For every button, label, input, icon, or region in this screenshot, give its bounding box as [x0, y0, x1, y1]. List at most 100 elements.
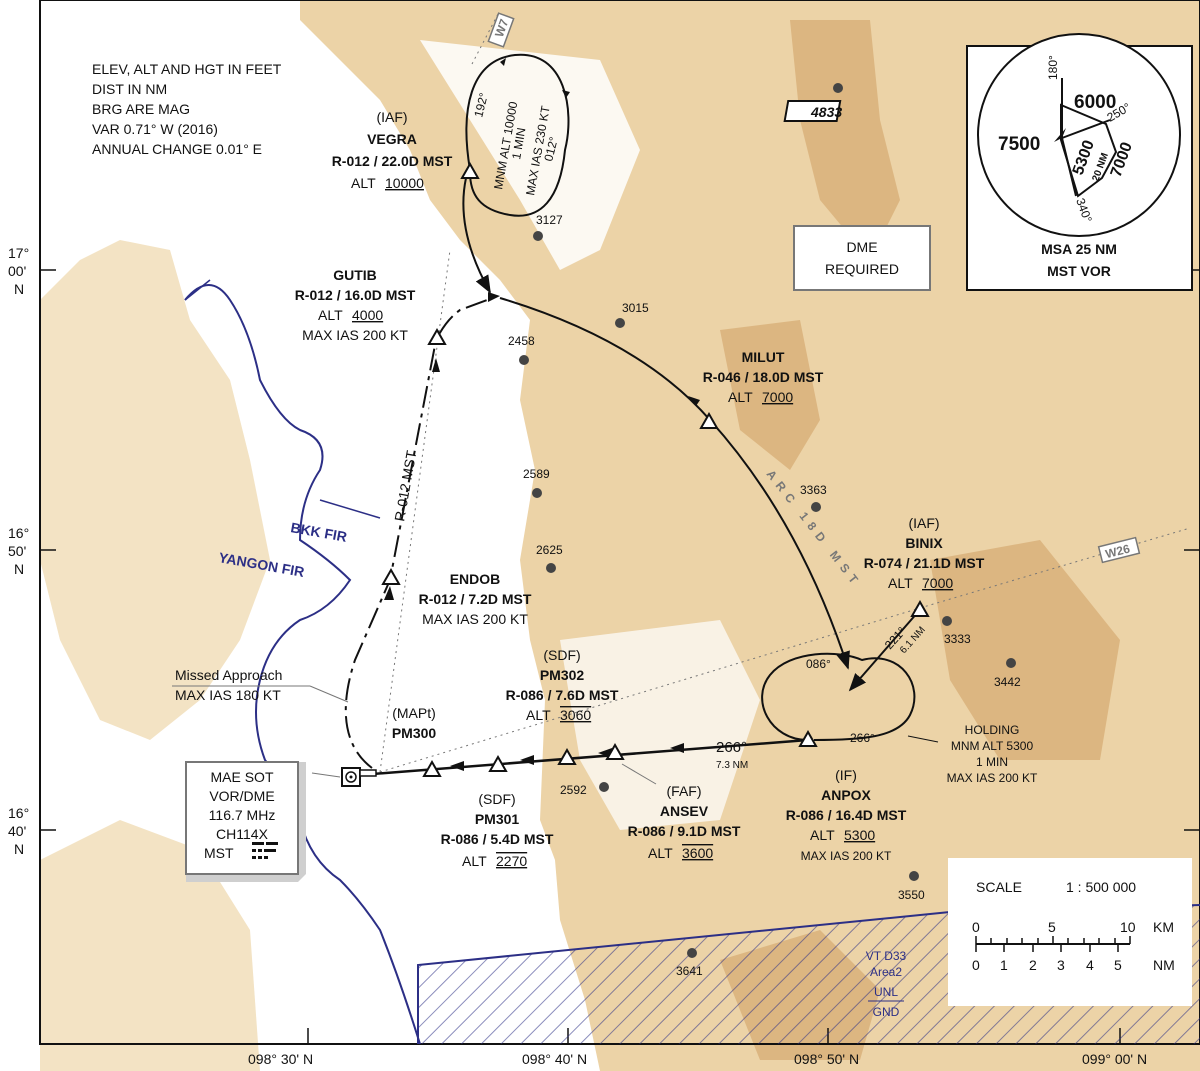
- track-vegra-gutib: [462, 177, 491, 294]
- ridge-east: [930, 540, 1120, 760]
- terrain-sw: [40, 820, 260, 1071]
- spot-3127: 3127: [536, 213, 563, 227]
- msa-title-2: MST VOR: [1047, 263, 1111, 279]
- lat-1650-deg: 16°: [8, 525, 29, 541]
- msa-brg-340-line: [1061, 137, 1077, 197]
- dme-required-box: [793, 225, 931, 291]
- airway-w26-label: W26: [1104, 542, 1132, 562]
- waypoint-pm300: [422, 759, 442, 777]
- msa-alt-ne: 6000: [1074, 92, 1116, 113]
- anpox-label: (IF) ANPOX R-086 / 16.4D MST ALT 5300 MA…: [786, 767, 907, 863]
- scale-nm-4: 4: [1086, 957, 1094, 973]
- vor-l4: CH114X: [216, 826, 269, 842]
- binix-name: BINIX: [905, 535, 943, 551]
- airway-w7: W7: [471, 12, 515, 65]
- pm302-alt: 3060: [560, 707, 591, 723]
- scale-ratio: 1 : 500 000: [1066, 879, 1136, 895]
- milut-label: MILUT R-046 / 18.0D MST ALT 7000: [703, 349, 824, 405]
- binix-role: (IAF): [908, 515, 939, 531]
- milut-name: MILUT: [742, 349, 785, 365]
- scale-box: [948, 858, 1192, 1006]
- lon-98-50: 098° 50' N: [794, 1051, 859, 1067]
- spot-3363: 3363: [800, 483, 827, 497]
- binix-label: (IAF) BINIX R-074 / 21.1D MST ALT 7000: [864, 515, 985, 591]
- pm301-name: PM301: [475, 811, 520, 827]
- anpox-alt-prefix: ALT: [810, 827, 835, 843]
- waypoint-anpox: [798, 729, 818, 747]
- lat-17-hem: N: [14, 281, 24, 297]
- anpox-name: ANPOX: [821, 787, 871, 803]
- valley-n: [420, 40, 640, 270]
- anpox-holding-pattern: [761, 652, 916, 741]
- waypoint-ansev: [605, 742, 625, 760]
- note-5: ANNUAL CHANGE 0.01° E: [92, 141, 262, 157]
- restricted-l3: UNL: [874, 985, 898, 999]
- note-4: VAR 0.71° W (2016): [92, 121, 218, 137]
- waypoint-milut: [699, 411, 719, 429]
- lon-98-30: 098° 30' N: [248, 1051, 313, 1067]
- scale-nm-1: 1: [1000, 957, 1008, 973]
- spot-3442: 3442: [994, 675, 1021, 689]
- milut-radial: R-046 / 18.0D MST: [703, 369, 824, 385]
- bkk-fir-label: BKK FIR: [289, 519, 348, 545]
- vor-l5: MST: [204, 845, 234, 861]
- scale-nm-3: 3: [1057, 957, 1065, 973]
- scale-title: SCALE: [976, 879, 1022, 895]
- spot-3015: 3015: [622, 301, 649, 315]
- spot-2458: 2458: [508, 334, 535, 348]
- morse-code-icon: [252, 842, 278, 859]
- longitude-labels: 098° 30' N 098° 40' N 098° 50' N 099° 00…: [248, 1051, 1147, 1067]
- scale-nm-0: 0: [972, 957, 980, 973]
- scale-km-10: 10: [1120, 919, 1136, 935]
- pm300-name: PM300: [392, 725, 437, 741]
- waypoint-pm302: [557, 747, 577, 765]
- vegra-hold-inbound: 192°: [471, 91, 491, 119]
- restricted-l1: VT D33: [866, 949, 907, 963]
- msa-inner-sector: [1060, 103, 1118, 198]
- endob-name: ENDOB: [450, 571, 501, 587]
- waypoint-gutib: [427, 327, 447, 345]
- vor-leader: [311, 772, 341, 778]
- binix-alt: 7000: [922, 575, 953, 591]
- anpox-alt: 5300: [844, 827, 875, 843]
- ansev-alt: 3600: [682, 845, 713, 861]
- vor-dme-symbol: [341, 767, 377, 787]
- missed-track-label: R-012 MST: [391, 449, 419, 523]
- pm301-alt-prefix: ALT: [462, 853, 487, 869]
- scale-km-5: 5: [1048, 919, 1056, 935]
- waypoints: [381, 161, 930, 777]
- msa-alt-west: 7500: [998, 134, 1040, 155]
- ansev-name: ANSEV: [660, 803, 709, 819]
- valley-mid: [560, 620, 760, 830]
- ridge-center: [720, 320, 820, 470]
- holding-leader: [907, 735, 939, 743]
- anpox-ias: MAX IAS 200 KT: [801, 849, 892, 863]
- peak-4833-box: [783, 100, 842, 122]
- vegra-alt: 10000: [385, 175, 424, 191]
- lat-17-deg: 17°: [8, 245, 29, 261]
- vegra-hold-outbound: 012°: [541, 135, 561, 163]
- missed-label-1: Missed Approach: [175, 667, 282, 683]
- lat-1640-hem: N: [14, 841, 24, 857]
- latitude-labels: 17° 00' N 16° 50' N 16° 40' N: [8, 245, 29, 857]
- msa-brg-180: 180°: [1046, 55, 1060, 80]
- spot-3641: 3641: [676, 964, 703, 978]
- holding-note: HOLDING MNM ALT 5300 1 MIN MAX IAS 200 K…: [947, 723, 1038, 785]
- spot-heights: 3127 3015 2458 2589 3363 2625 3333 3442 …: [508, 213, 1021, 978]
- pm301-role: (SDF): [478, 791, 515, 807]
- spot-2592: 2592: [560, 783, 587, 797]
- lat-1650-hem: N: [14, 561, 24, 577]
- vor-l3: 116.7 MHz: [209, 807, 276, 823]
- gutib-ias: MAX IAS 200 KT: [302, 327, 408, 343]
- lon-99-00: 099° 00' N: [1082, 1051, 1147, 1067]
- lat-1640-min: 40': [8, 823, 26, 839]
- gutib-radial: R-012 / 16.0D MST: [295, 287, 416, 303]
- waypoint-endob: [381, 567, 401, 585]
- missed-approach-track: [344, 295, 499, 769]
- restricted-l2: Area2: [870, 965, 902, 979]
- waypoint-binix: [910, 599, 930, 617]
- fir-tick-2: [319, 499, 381, 519]
- gutib-name: GUTIB: [333, 267, 377, 283]
- fir-boundary: [184, 284, 421, 1045]
- missed-arrow-2: [384, 586, 394, 600]
